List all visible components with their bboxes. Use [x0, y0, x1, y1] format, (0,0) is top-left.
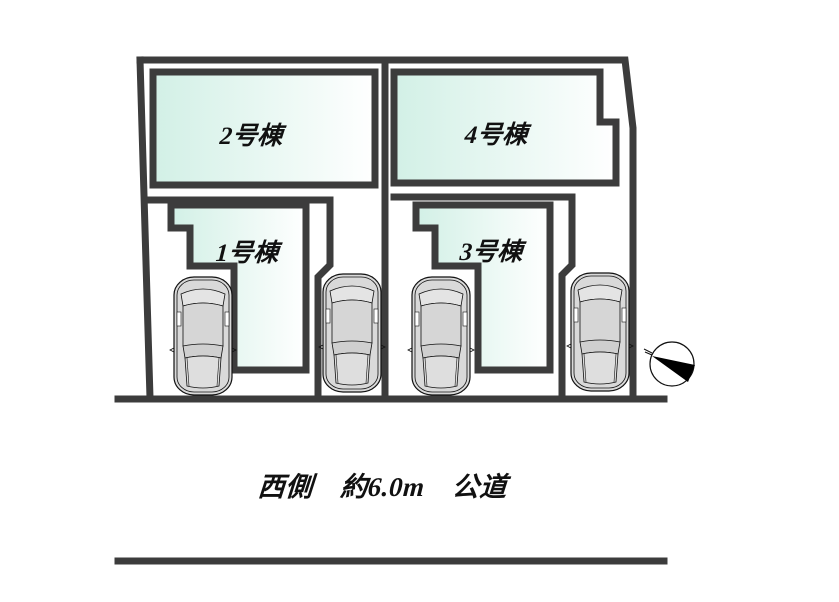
building-2-label: 2号棟 — [218, 123, 284, 150]
car-icon — [318, 273, 386, 393]
building-2-outline — [149, 68, 379, 189]
car-icon — [169, 276, 237, 396]
north-arrow-icon — [643, 341, 695, 387]
car-icon — [566, 272, 634, 392]
building-1-label: 1号棟 — [214, 240, 280, 267]
building-4-label: 4号棟 — [463, 122, 529, 149]
building-3-outline — [412, 201, 554, 374]
road-label: 西側 約6.0m 公道 — [256, 472, 509, 502]
building-1-outline — [167, 201, 310, 374]
building-3-label: 3号棟 — [458, 239, 524, 266]
car-icon — [407, 276, 475, 396]
building-4-outline — [390, 68, 620, 187]
